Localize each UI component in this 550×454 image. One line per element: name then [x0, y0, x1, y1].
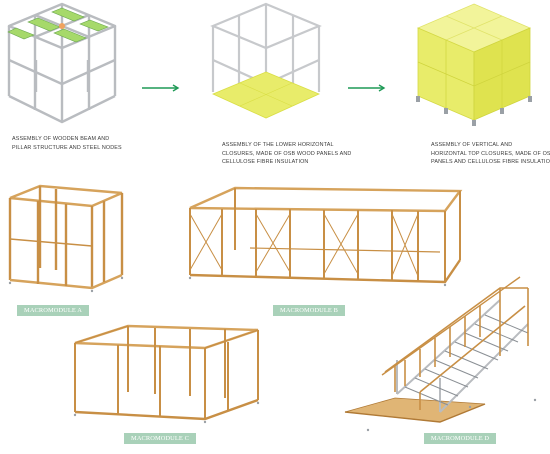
- step1-caption: ASSEMBLY OF WOODEN BEAM AND PILLAR STRUC…: [12, 135, 130, 152]
- macromodule-a-drawing: [8, 184, 124, 290]
- ground-feet: [8, 276, 537, 432]
- macromodule-c-label: MACROMODULE C: [124, 433, 196, 444]
- step3-caption: ASSEMBLY OF VERTICAL AND HORIZONTAL TOP …: [431, 141, 550, 167]
- macromodule-b-label: MACROMODULE B: [273, 305, 345, 316]
- step1-caption-line: ASSEMBLY OF WOODEN BEAM AND: [12, 136, 110, 142]
- step2-caption: ASSEMBLY OF THE LOWER HORIZONTAL CLOSURE…: [222, 141, 352, 167]
- macromodule-c-drawing: [74, 324, 259, 421]
- step3-caption-line: PANELS AND CELLULOSE FIBRE INSULATION: [431, 159, 550, 166]
- step3-caption-line: HORIZONTAL TOP CLOSURES, MADE OF OSB: [431, 150, 550, 157]
- step2-caption-line: ASSEMBLY OF THE LOWER HORIZONTAL: [222, 142, 334, 148]
- macromodule-a-label: MACROMODULE A: [17, 305, 89, 316]
- step3-closed-boxes-drawing: [416, 3, 532, 126]
- step2-caption-line: CLOSURES, MADE OF OSB WOOD PANELS AND: [222, 150, 352, 157]
- macromodule-b-drawing: [189, 186, 463, 284]
- step2-caption-line: CELLULOSE FIBRE INSULATION: [222, 159, 309, 166]
- step2-lower-closures-drawing: [210, 2, 322, 119]
- step1-structure-drawing: [7, 2, 117, 124]
- macromodule-d-label: MACROMODULE D: [424, 433, 496, 444]
- step3-caption-line: ASSEMBLY OF VERTICAL AND: [431, 142, 513, 148]
- step1-beam-highlights: [7, 7, 109, 43]
- step1-caption-line: PILLAR STRUCTURE AND STEEL NODES: [12, 144, 122, 151]
- macromodule-d-drawing: [344, 276, 529, 423]
